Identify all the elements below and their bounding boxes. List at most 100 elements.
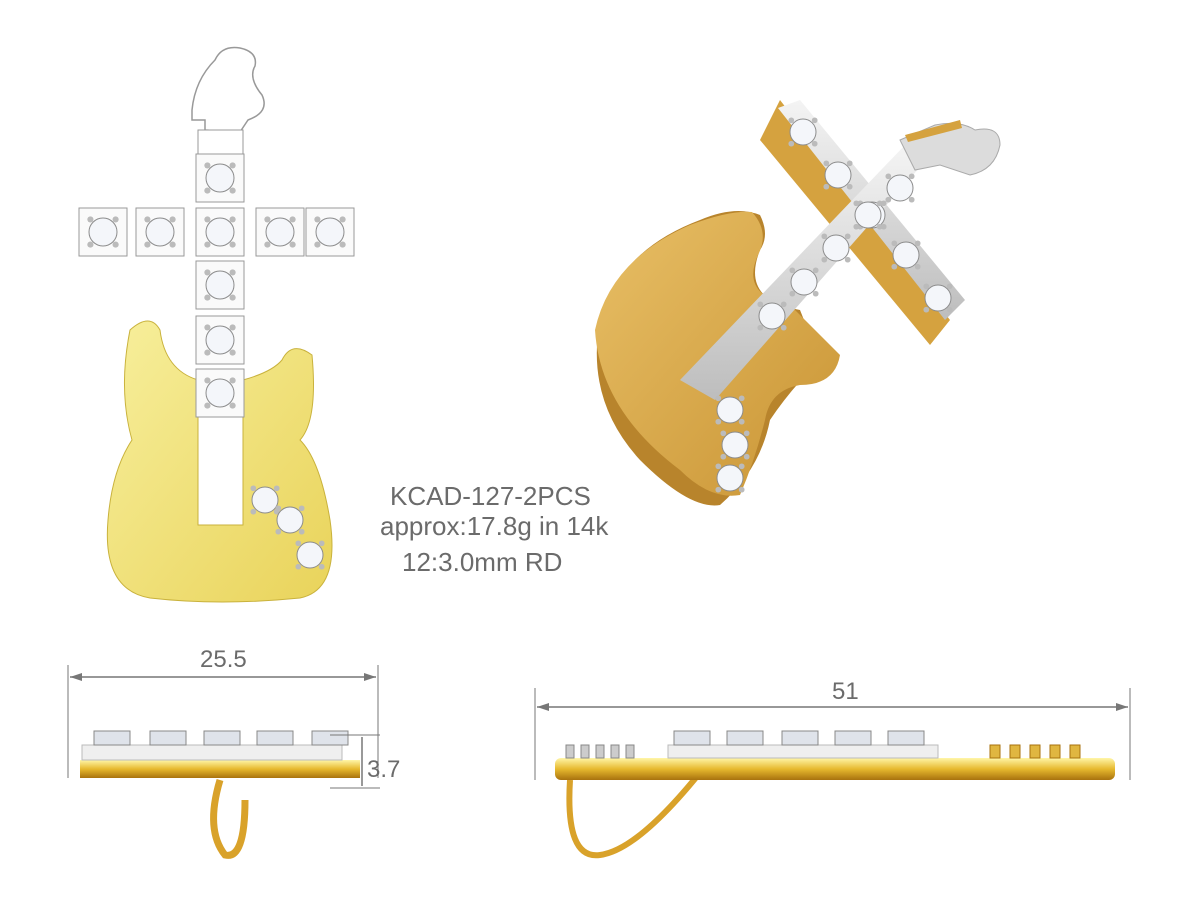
prong (264, 216, 271, 223)
prong (204, 162, 211, 169)
prong (914, 263, 921, 270)
stone-spec: 12:3.0mm RD (402, 547, 563, 577)
prong (876, 200, 883, 207)
prong (339, 241, 346, 248)
diamond-stone (205, 378, 235, 408)
prong (715, 486, 722, 493)
prong (908, 196, 915, 203)
prong (885, 196, 892, 203)
diamond-stone (276, 506, 304, 534)
headstock-peg (565, 744, 575, 759)
setting-bar-side-short (81, 744, 343, 761)
prong (229, 324, 236, 331)
prong (846, 160, 853, 167)
prong (229, 187, 236, 194)
dimension-label-length: 51 (832, 678, 859, 705)
diamond-stone (716, 464, 744, 492)
body-stone-settings (250, 485, 325, 570)
prong (811, 140, 818, 147)
prong (853, 223, 860, 230)
prong (812, 267, 819, 274)
diamond-stone (854, 201, 882, 229)
prong (295, 540, 302, 547)
prong (876, 223, 883, 230)
headstock-peg (595, 744, 605, 759)
headstock-peg (580, 744, 590, 759)
prong (229, 349, 236, 356)
prong (318, 563, 325, 570)
prong (738, 418, 745, 425)
guitar-headstock-front (191, 46, 265, 133)
prong (264, 241, 271, 248)
prong (275, 528, 282, 535)
side-stone (93, 730, 131, 746)
prong (891, 240, 898, 247)
prong (743, 453, 750, 460)
prong (295, 563, 302, 570)
side-stone (834, 730, 872, 746)
prong (289, 216, 296, 223)
prong (289, 241, 296, 248)
prong (204, 294, 211, 301)
prong (757, 301, 764, 308)
prong (757, 324, 764, 331)
prong (880, 200, 887, 207)
diamond-stone (716, 396, 744, 424)
headstock-peg (610, 744, 620, 759)
front-stone-settings (78, 153, 355, 418)
prong (780, 301, 787, 308)
prong (844, 256, 851, 263)
prong (720, 453, 727, 460)
prong (720, 430, 727, 437)
prong (250, 508, 257, 515)
side-stone (256, 730, 294, 746)
side-view-long (534, 688, 1131, 859)
side-stone (781, 730, 819, 746)
side-view-short (67, 665, 380, 859)
setting-box (78, 207, 128, 257)
diamond-stone (924, 284, 952, 312)
diamond-stone (824, 161, 852, 189)
prong (204, 269, 211, 276)
prong (908, 173, 915, 180)
prong (275, 505, 282, 512)
side-stone (887, 730, 925, 746)
diamond-stone (265, 217, 295, 247)
prong (298, 528, 305, 535)
prong (112, 241, 119, 248)
dimension-label-thickness: 3.7 (367, 756, 401, 783)
prong (923, 283, 930, 290)
body-stone-prong (1009, 744, 1021, 759)
prong (821, 256, 828, 263)
diamond-stone (822, 234, 850, 262)
bail-loop-side (210, 778, 249, 859)
side-stone (203, 730, 241, 746)
body-stone-prong (1029, 744, 1041, 759)
prong (885, 173, 892, 180)
diamond-stone (88, 217, 118, 247)
diamond-stone (205, 217, 235, 247)
prong (823, 160, 830, 167)
diamond-stone (251, 486, 279, 514)
prong (318, 540, 325, 547)
side-stone (149, 730, 187, 746)
prong (846, 183, 853, 190)
diamond-stone (790, 268, 818, 296)
prong (823, 183, 830, 190)
prong (87, 216, 94, 223)
prong (812, 290, 819, 297)
prong (229, 216, 236, 223)
side-stones-short (93, 730, 349, 746)
prong (923, 306, 930, 313)
prong (144, 216, 151, 223)
prong (169, 241, 176, 248)
prong (112, 216, 119, 223)
diamond-stone (205, 325, 235, 355)
side-stone (311, 730, 349, 746)
prong (743, 430, 750, 437)
side-stones-long (565, 730, 1081, 759)
prong (204, 402, 211, 409)
prong (204, 241, 211, 248)
diamond-stone (892, 241, 920, 269)
